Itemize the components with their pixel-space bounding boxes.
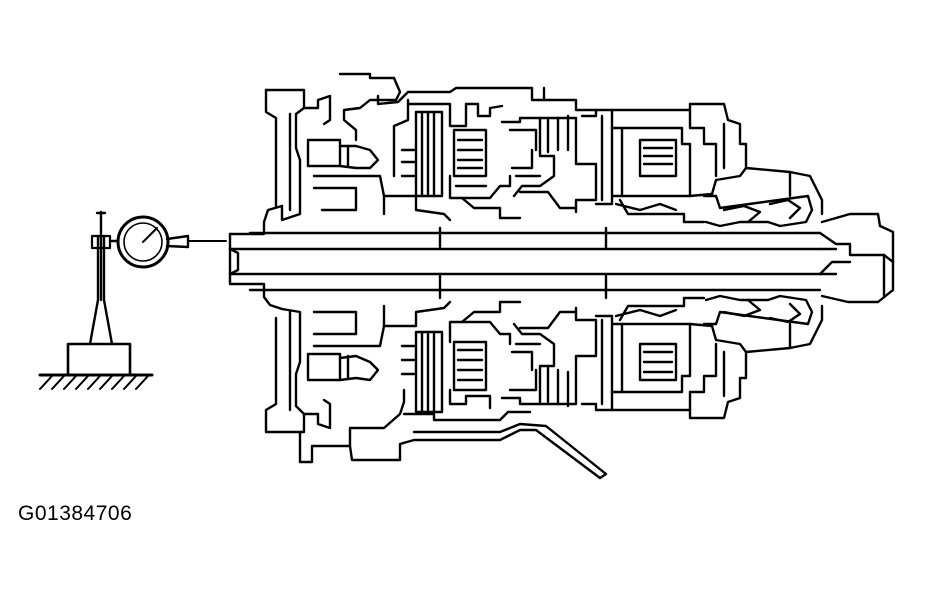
transaxle-assembly-icon — [264, 72, 824, 480]
figure-code-label: G01384706 — [18, 502, 133, 525]
dial-indicator-icon — [116, 215, 227, 269]
ground-hatch-icon — [38, 373, 154, 390]
magnetic-base-icon — [66, 210, 132, 377]
shaft-icon — [228, 204, 895, 311]
